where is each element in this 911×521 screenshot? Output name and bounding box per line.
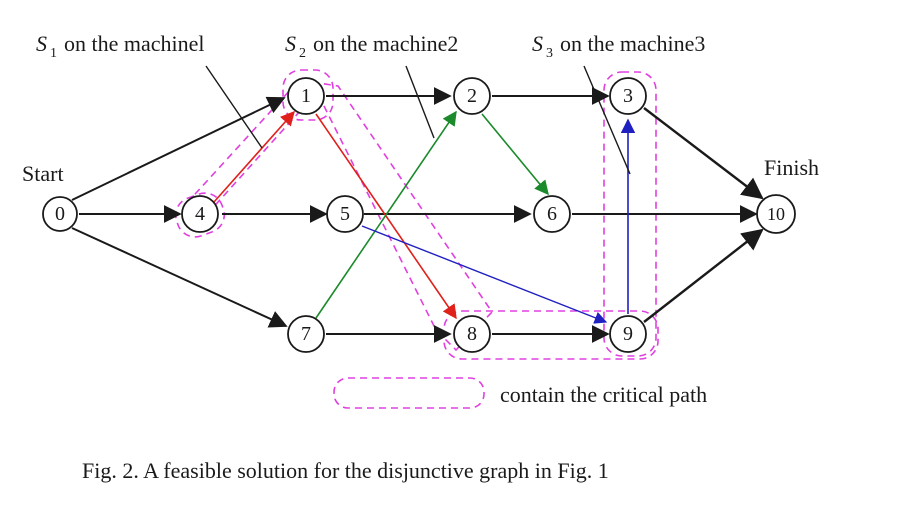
s2-symbol: S [285, 31, 296, 56]
s3-symbol: S [532, 31, 543, 56]
node-8-label: 8 [467, 323, 477, 345]
node-5-label: 5 [340, 203, 350, 225]
legend-swatch [333, 377, 485, 409]
node-7: 7 [287, 315, 325, 353]
edge-2-6-green [481, 113, 549, 196]
machine2-label: S 2 on the machine2 [285, 31, 458, 61]
node-1-label: 1 [301, 85, 311, 107]
finish-label: Finish [764, 155, 819, 180]
node-10-label: 10 [767, 204, 785, 224]
node-10: 10 [756, 194, 796, 234]
machine1-label: S 1 on the machinel [36, 31, 205, 61]
s1-symbol: S [36, 31, 47, 56]
label-pointers [205, 65, 631, 175]
node-8: 8 [453, 315, 491, 353]
pointer-s1 [205, 65, 263, 149]
node-4-label: 4 [195, 203, 205, 225]
edge-9-10 [643, 228, 764, 323]
node-1: 1 [287, 77, 325, 115]
node-2-label: 2 [467, 85, 477, 107]
edge-0-1 [71, 96, 286, 201]
machine3-text: on the machine3 [560, 31, 705, 56]
s3-subscript: 3 [546, 46, 553, 61]
machine3-label: S 3 on the machine3 [532, 31, 705, 61]
edge-0-7 [71, 227, 288, 328]
s2-subscript: 2 [299, 46, 306, 61]
node-0: 0 [42, 196, 78, 232]
edge-4-1-red [213, 110, 295, 203]
machine2-text: on the machine2 [313, 31, 458, 56]
node-7-label: 7 [301, 323, 311, 345]
pointer-s2 [405, 65, 435, 139]
s1-subscript: 1 [50, 46, 57, 61]
machine1-text: on the machinel [64, 31, 205, 56]
machine-edges [213, 110, 636, 324]
node-0-label: 0 [55, 203, 65, 225]
critical-group-node4 [174, 192, 226, 238]
edge-5-9-blue [361, 225, 608, 324]
figure-caption: Fig. 2. A feasible solution for the disj… [82, 458, 609, 483]
edge-7-2-green [315, 110, 457, 319]
node-3-label: 3 [623, 85, 633, 107]
start-label: Start [22, 161, 64, 186]
node-6: 6 [533, 195, 571, 233]
node-6-label: 6 [547, 203, 557, 225]
node-3: 3 [609, 77, 647, 115]
node-2: 2 [453, 77, 491, 115]
legend-label: contain the critical path [500, 382, 707, 407]
node-9: 9 [609, 315, 647, 353]
node-5: 5 [326, 195, 364, 233]
conjunctive-edges [71, 87, 764, 343]
node-9-label: 9 [623, 323, 633, 345]
node-4: 4 [181, 195, 219, 233]
pointer-s3 [583, 65, 631, 175]
edge-3-10 [643, 107, 764, 200]
